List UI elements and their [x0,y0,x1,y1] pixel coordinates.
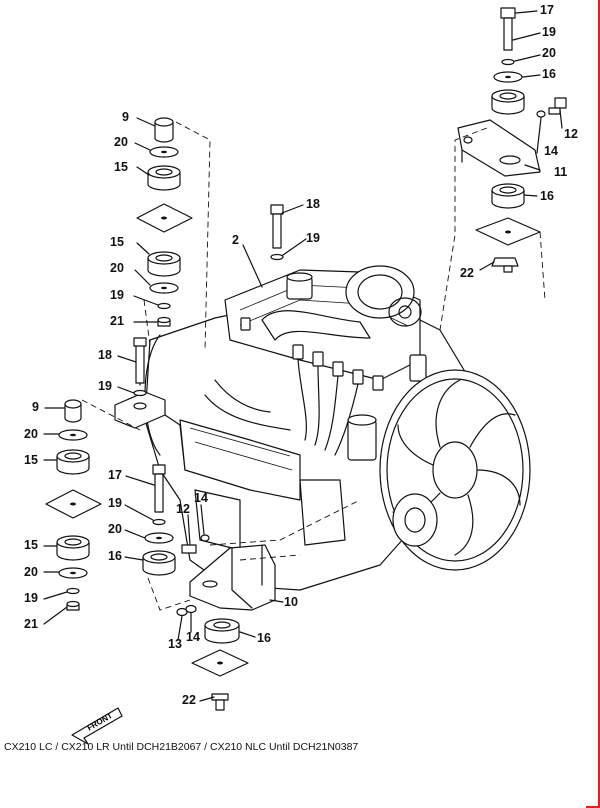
callout-20-lower: 20 [24,427,38,441]
callout-15-bottom: 15 [24,538,38,552]
upper-left-mount-stack [136,117,193,327]
callout-17-right: 17 [540,3,554,17]
callout-18-left: 18 [98,348,112,362]
engine-assembly [144,265,531,591]
callout-16-lower: 16 [257,631,271,645]
callout-14-front: 14 [194,491,208,505]
callout-17-front: 17 [108,468,122,482]
callout-16-front: 16 [108,549,122,563]
callout-20-right: 20 [542,46,556,60]
leader-lines [43,10,563,702]
callout-9-upper: 9 [122,110,129,124]
callout-22-right: 22 [460,266,474,280]
lower-left-mount-stack [45,399,102,611]
callout-16-right-lower: 16 [540,189,554,203]
callout-19-front: 19 [108,496,122,510]
callout-20-bottom: 20 [24,565,38,579]
callout-19-right: 19 [542,25,556,39]
callout-15-upper: 15 [114,160,128,174]
callout-19-mid: 19 [110,288,124,302]
model-caption: CX210 LC / CX210 LR Until DCH21B2067 / C… [4,741,359,753]
callout-12-front: 12 [176,502,190,516]
callout-14-lower: 14 [186,630,200,644]
callout-10: 10 [284,595,298,609]
callout-20-mid: 20 [110,261,124,275]
frame-edge [598,0,600,808]
callout-21-upper: 21 [110,314,124,328]
callout-13: 13 [168,637,182,651]
callout-22-lower: 22 [182,693,196,707]
callout-15-mid: 15 [110,235,124,249]
callout-9-lower: 9 [32,400,39,414]
right-upper-mount-stack [457,7,567,273]
callout-12-right: 12 [564,127,578,141]
callout-14-right: 14 [544,144,558,158]
left-rear-bracket [114,337,166,429]
frame-corner [586,806,600,808]
callout-2: 2 [232,233,239,247]
front-lower-mount [142,464,276,711]
callout-19-bottom: 19 [24,591,38,605]
callout-20-front: 20 [108,522,122,536]
callout-20-upper: 20 [114,135,128,149]
callout-15-lower: 15 [24,453,38,467]
head-bolt-18 [270,204,284,261]
callout-11: 11 [554,165,568,179]
callout-21-bottom: 21 [24,617,38,631]
callout-18-head: 18 [306,197,320,211]
callout-19-head: 19 [306,231,320,245]
callout-19-left: 19 [98,379,112,393]
callout-16-right-upper: 16 [542,67,556,81]
front-direction-arrow [71,707,123,745]
